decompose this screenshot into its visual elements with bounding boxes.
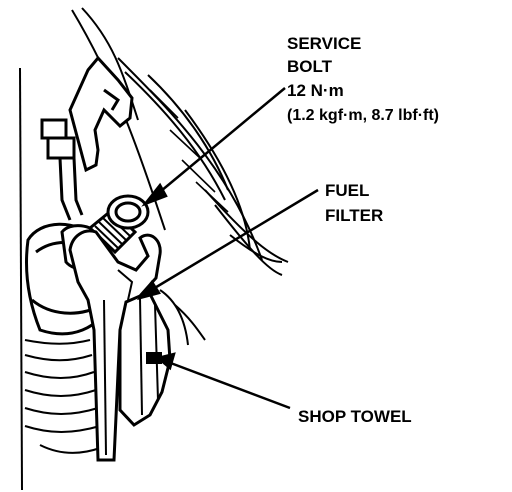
wrench	[68, 229, 162, 462]
leader-lines	[136, 87, 319, 410]
fuel-filter-label-line1: FUEL	[325, 181, 369, 200]
fuel-filter-arrowhead	[136, 279, 161, 301]
service-bolt-torque-alt: (1.2 kgf·m, 8.7 lbf·ft)	[287, 107, 439, 124]
shop-towel	[118, 288, 172, 427]
shop-towel-leader	[167, 360, 291, 410]
service-bolt-label-line1: SERVICE	[287, 34, 361, 53]
service-bolt-torque-nm: 12 N·m	[287, 81, 344, 100]
service-bolt-leader	[154, 87, 286, 197]
fuel-filter-label-line2: FILTER	[325, 206, 383, 225]
service-bolt-label-line2: BOLT	[287, 57, 333, 76]
service-bolt-arrowhead	[141, 182, 168, 207]
hose-connector	[40, 118, 84, 221]
engine-bay-outline	[19, 7, 289, 491]
service-bolt	[87, 194, 150, 255]
shop-towel-label: SHOP TOWEL	[298, 407, 412, 426]
lower-ribs	[24, 339, 101, 454]
shop-towel-arrowhead	[155, 352, 176, 371]
housing-hatching	[149, 89, 229, 213]
upper-bracket	[68, 55, 134, 173]
fuel-filter-leader	[147, 188, 319, 294]
